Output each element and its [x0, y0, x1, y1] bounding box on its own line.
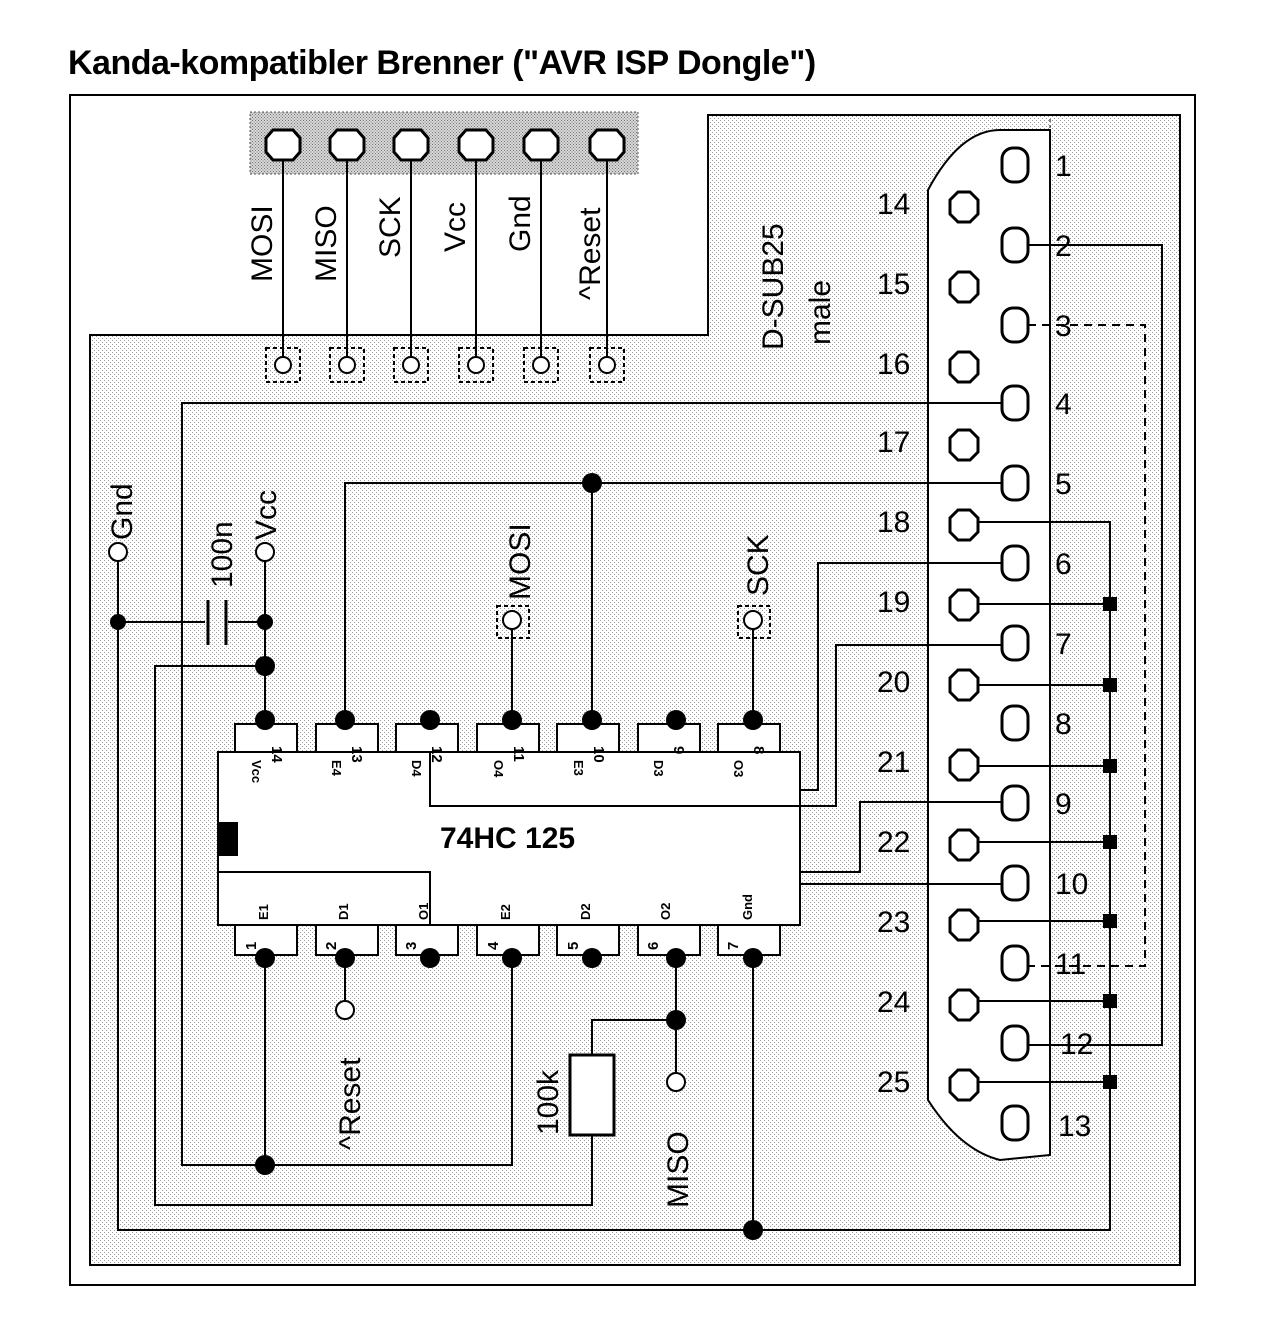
svg-text:5: 5 [1055, 468, 1072, 501]
svg-text:5: 5 [565, 942, 582, 950]
svg-text:D4: D4 [409, 760, 424, 777]
svg-text:10: 10 [590, 746, 607, 763]
svg-text:D2: D2 [578, 903, 593, 920]
svg-text:8: 8 [1055, 708, 1072, 741]
header-label-reset: ^Reset [574, 207, 607, 300]
svg-text:3: 3 [403, 942, 420, 950]
svg-text:E1: E1 [256, 904, 271, 920]
label-cap: 100n [206, 521, 239, 588]
svg-text:24: 24 [877, 986, 910, 1019]
dsub-pads-bottom [948, 190, 980, 1102]
chip-74hc125 [217, 723, 801, 956]
svg-text:1: 1 [243, 942, 260, 950]
junctions [110, 473, 763, 1240]
chip-bottom-pin-numbers: 1 2 3 4 5 6 7 [243, 941, 742, 950]
outer-frame [69, 94, 1196, 1286]
svg-text:10: 10 [1055, 868, 1088, 901]
svg-text:O3: O3 [731, 760, 746, 777]
svg-text:2: 2 [1055, 230, 1072, 263]
svg-text:12: 12 [428, 746, 445, 763]
svg-text:15: 15 [877, 268, 910, 301]
chip-name: 74HC 125 [440, 822, 575, 855]
svg-text:3: 3 [1055, 310, 1072, 343]
svg-text:20: 20 [877, 666, 910, 699]
svg-text:1: 1 [1055, 150, 1072, 183]
label-vcc: Vcc [250, 490, 283, 540]
svg-text:7: 7 [725, 942, 742, 950]
svg-text:Vcc: Vcc [249, 760, 264, 783]
svg-text:E2: E2 [498, 904, 513, 920]
wire-pin2-pin12 [1028, 244, 1163, 1046]
board-header-pads [265, 347, 625, 383]
svg-text:18: 18 [877, 506, 910, 539]
header-label-vcc: Vcc [439, 202, 472, 252]
header-label-mosi: MOSI [246, 205, 279, 282]
svg-text:O4: O4 [491, 760, 506, 778]
svg-text:14: 14 [268, 746, 285, 763]
dsub-name: D-SUB25 [757, 223, 790, 350]
svg-text:Gnd: Gnd [740, 894, 755, 920]
svg-text:16: 16 [877, 348, 910, 381]
dsub-numbers-top: 1 2 3 4 5 6 7 8 9 10 11 12 13 [1055, 150, 1093, 1143]
dsub-pads-top [1000, 146, 1030, 1142]
svg-text:6: 6 [645, 942, 662, 950]
chip-top-pin-labels: Vcc E4 D4 O4 E3 D3 O3 [249, 760, 746, 783]
label-sck: SCK [742, 534, 775, 596]
svg-text:D3: D3 [651, 760, 666, 777]
svg-text:2: 2 [323, 942, 340, 950]
dsub-sub: male [804, 280, 837, 345]
header-label-sck: SCK [374, 196, 407, 258]
chip-top-pin-numbers: 14 13 12 11 10 9 8 [268, 746, 767, 763]
test-pads [108, 542, 771, 1092]
svg-text:21: 21 [877, 746, 910, 779]
label-resistor: 100k [532, 1069, 565, 1135]
svg-text:11: 11 [510, 746, 527, 762]
label-gnd: Gnd [106, 483, 139, 540]
label-miso: MISO [662, 1131, 695, 1208]
svg-text:9: 9 [1055, 788, 1072, 821]
svg-text:22: 22 [877, 826, 910, 859]
header-label-gnd: Gnd [504, 195, 537, 252]
label-mosi: MOSI [504, 523, 537, 600]
diagram-title: Kanda-kompatibler Brenner ("AVR ISP Dong… [68, 44, 816, 82]
svg-text:17: 17 [877, 426, 910, 459]
ground-bus-junctions [1103, 597, 1117, 1089]
svg-text:13: 13 [348, 746, 365, 763]
svg-text:9: 9 [670, 746, 687, 754]
svg-text:13: 13 [1058, 1110, 1091, 1143]
header-label-miso: MISO [310, 205, 343, 282]
svg-text:14: 14 [877, 188, 910, 221]
resistor-100k [568, 1053, 616, 1137]
ground-bus [117, 521, 1111, 1231]
svg-text:19: 19 [877, 586, 910, 619]
header-pads [264, 128, 626, 162]
svg-text:23: 23 [877, 906, 910, 939]
capacitor [206, 600, 228, 645]
svg-text:4: 4 [1055, 388, 1072, 421]
svg-text:O1: O1 [416, 903, 431, 920]
svg-text:E3: E3 [571, 760, 586, 776]
svg-text:11: 11 [1055, 948, 1086, 981]
header-wires [282, 145, 608, 360]
dashed-links [1028, 324, 1146, 967]
dsub-numbers-bottom: 14 15 16 17 18 19 20 21 22 23 24 25 [877, 188, 910, 1099]
svg-text:O2: O2 [658, 903, 673, 920]
svg-text:8: 8 [750, 746, 767, 754]
svg-text:6: 6 [1055, 548, 1072, 581]
svg-text:D1: D1 [336, 903, 351, 920]
label-reset: ^Reset [334, 1057, 367, 1150]
svg-text:4: 4 [485, 941, 502, 950]
svg-text:E4: E4 [329, 760, 344, 777]
svg-text:7: 7 [1055, 628, 1072, 661]
svg-text:25: 25 [877, 1066, 910, 1099]
chip-bottom-pin-labels: E1 D1 O1 E2 D2 O2 Gnd [256, 894, 755, 920]
header-strip [249, 111, 639, 175]
